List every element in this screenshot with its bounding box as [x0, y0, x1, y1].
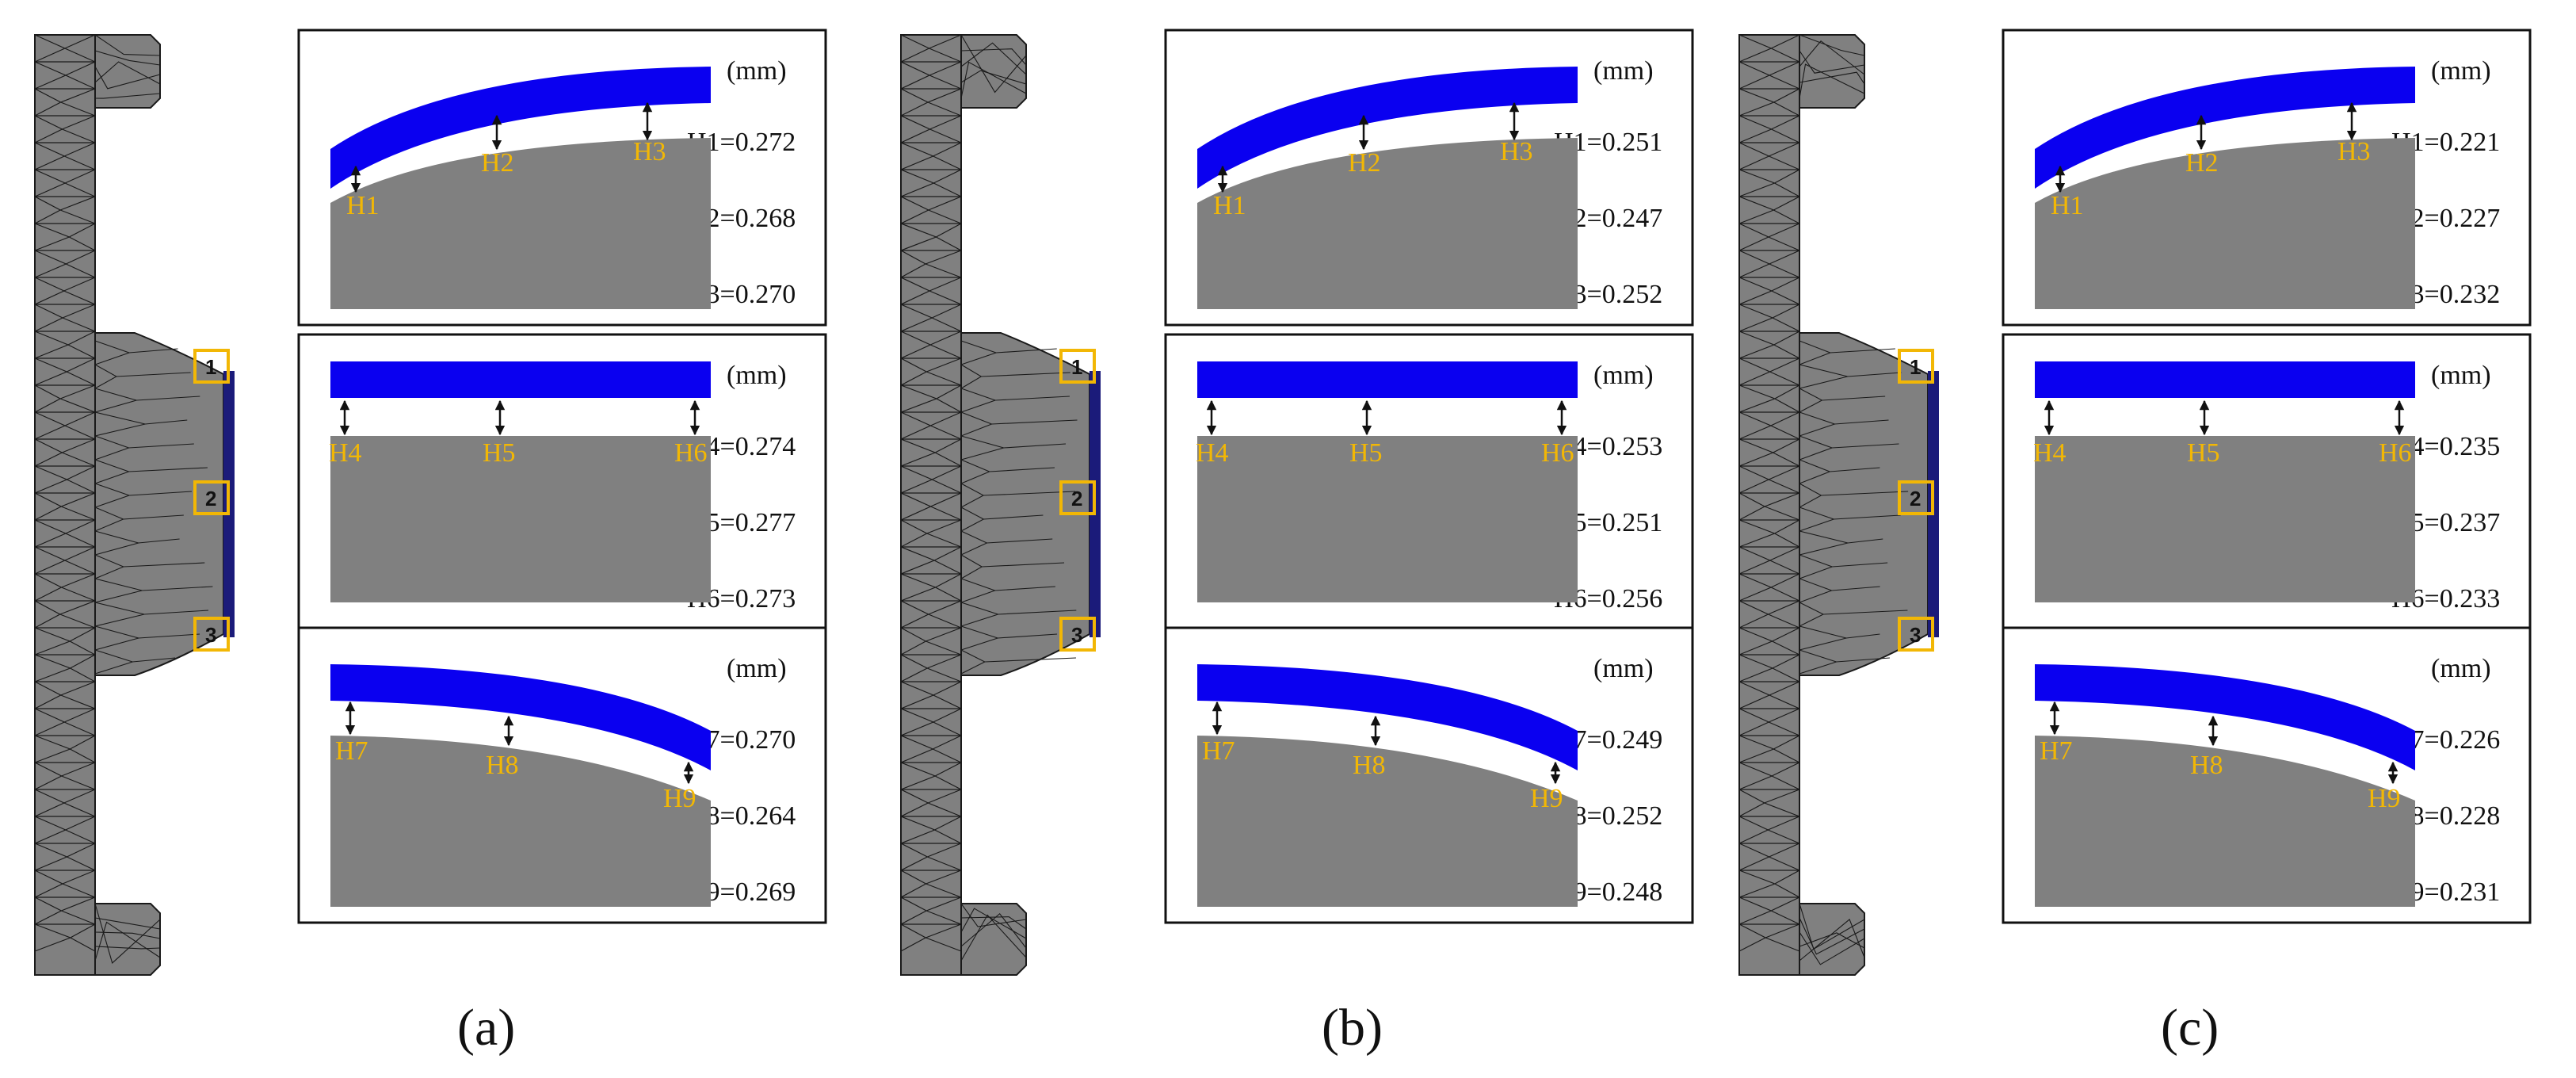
gap-label: H6	[1541, 438, 1574, 468]
marker-number: 2	[1910, 487, 1921, 510]
marker-number: 1	[205, 355, 216, 379]
mesh-bottom-cap	[94, 903, 161, 976]
gap-label: H2	[1348, 148, 1381, 178]
substrate-surface	[1197, 138, 1578, 309]
unit-label: (mm)	[2431, 654, 2491, 683]
gap-label: H6	[2379, 438, 2412, 468]
substrate-surface	[2035, 138, 2415, 309]
gap-label: H3	[2337, 137, 2371, 166]
substrate-surface	[2035, 436, 2415, 602]
marker-number: 2	[205, 487, 216, 510]
gap-label: H3	[1500, 137, 1533, 166]
gap-label: H9	[663, 784, 696, 813]
location-marker-3: 3	[193, 617, 230, 652]
unit-label: (mm)	[1593, 56, 1654, 86]
mesh-top-cap	[94, 34, 161, 109]
gap-label: H4	[1196, 438, 1229, 468]
unit-label: (mm)	[2431, 56, 2491, 86]
film-layer	[330, 361, 711, 398]
mesh-bottom-cap	[960, 903, 1027, 976]
gap-label: H8	[2190, 751, 2223, 780]
unit-label: (mm)	[1593, 654, 1654, 683]
film-layer	[330, 67, 711, 189]
unit-label: (mm)	[727, 654, 787, 683]
gap-label: H8	[486, 751, 519, 780]
film-layer	[1197, 664, 1578, 770]
marker-number: 3	[1071, 623, 1082, 647]
unit-label: (mm)	[2431, 361, 2491, 390]
location-marker-1: 1	[193, 349, 230, 384]
gap-label: H7	[1202, 736, 1235, 766]
mesh-lens-region	[1799, 332, 1929, 676]
mesh-lens-region	[94, 332, 224, 676]
location-marker-1: 1	[1059, 349, 1096, 384]
mesh-top-cap	[960, 34, 1027, 109]
gap-label: H2	[2185, 148, 2219, 178]
mesh-main-column	[900, 34, 962, 976]
substrate-surface	[330, 436, 711, 602]
film-layer	[330, 664, 711, 770]
unit-label: (mm)	[1593, 361, 1654, 390]
substrate-surface	[1197, 436, 1578, 602]
film-layer	[2035, 664, 2415, 770]
unit-label: (mm)	[727, 361, 787, 390]
substrate-surface	[2035, 736, 2415, 907]
subfigure-caption: (c)	[2161, 999, 2219, 1057]
location-marker-2: 2	[193, 480, 230, 515]
marker-number: 3	[1910, 623, 1921, 647]
substrate-surface	[330, 736, 711, 907]
film-layer	[1197, 67, 1578, 189]
gap-label: H1	[346, 191, 380, 220]
marker-number: 1	[1071, 355, 1082, 379]
marker-number: 3	[205, 623, 216, 647]
location-marker-3: 3	[1059, 617, 1096, 652]
subfigure-caption: (a)	[457, 999, 515, 1057]
mesh-lens-region	[960, 332, 1090, 676]
gap-label: H2	[481, 148, 514, 178]
gap-label: H7	[2040, 736, 2073, 766]
film-layer	[2035, 361, 2415, 398]
gap-label: H5	[1349, 438, 1383, 468]
location-marker-2: 2	[1898, 480, 1934, 515]
subfigure-caption: (b)	[1322, 999, 1383, 1057]
gap-label: H4	[2033, 438, 2067, 468]
gap-label: H1	[2051, 191, 2084, 220]
marker-number: 1	[1910, 355, 1921, 379]
gap-label: H9	[2368, 784, 2401, 813]
location-marker-2: 2	[1059, 480, 1096, 515]
substrate-surface	[1197, 736, 1578, 907]
mesh-top-cap	[1799, 34, 1865, 109]
gap-label: H1	[1213, 191, 1246, 220]
gap-label: H8	[1353, 751, 1386, 780]
location-marker-3: 3	[1898, 617, 1934, 652]
gap-label: H4	[329, 438, 362, 468]
location-marker-1: 1	[1898, 349, 1934, 384]
gap-label: H3	[633, 137, 666, 166]
marker-number: 2	[1071, 487, 1082, 510]
gap-label: H5	[2187, 438, 2220, 468]
unit-label: (mm)	[727, 56, 787, 86]
gap-label: H5	[483, 438, 516, 468]
film-layer	[1197, 361, 1578, 398]
substrate-surface	[330, 138, 711, 309]
film-layer	[2035, 67, 2415, 189]
gap-label: H9	[1530, 784, 1563, 813]
gap-label: H7	[335, 736, 368, 766]
gap-label: H6	[674, 438, 708, 468]
